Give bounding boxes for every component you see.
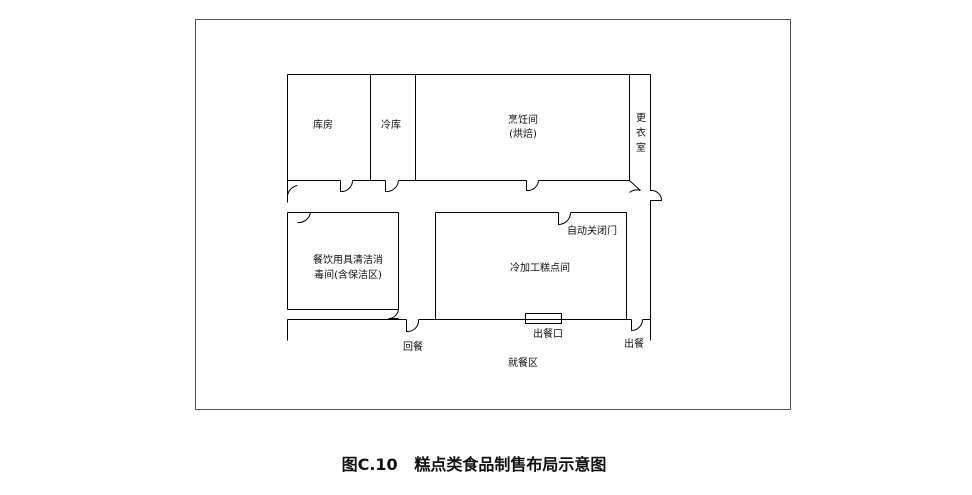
changing-room-label-3: 室 [636, 141, 646, 154]
cleaning-room [287, 212, 399, 319]
return-label: 回餐 [403, 340, 423, 353]
serving-window-box [525, 313, 562, 324]
auto-door-label: 自动关闭门 [567, 224, 617, 237]
diagram-frame [195, 19, 791, 410]
cooking-room-label: 烹饪间 [508, 113, 538, 126]
cleaning-room-label-1: 餐饮用具清洁消 [313, 253, 383, 266]
top-row-doors [287, 180, 663, 205]
cold-storage-label: 冷库 [381, 118, 401, 131]
figure-caption: 图C.10 糕点类食品制售布局示意图 [342, 455, 607, 474]
storage-label: 库房 [313, 118, 333, 131]
cold-processing-room-label: 冷加工糕点间 [510, 261, 570, 274]
serving-out-label: 出餐 [624, 337, 644, 350]
cooking-room-sublabel: (烘焙) [509, 127, 537, 140]
top-row-rooms [287, 74, 651, 183]
cleaning-room-label-2: 毒间(含保洁区) [314, 268, 382, 281]
changing-room-label-2: 衣 [636, 126, 646, 139]
changing-room-label-1: 更 [636, 112, 646, 124]
cold-processing-room [435, 212, 627, 320]
serving-window-label: 出餐口 [533, 327, 563, 340]
dining-area-label: 就餐区 [508, 356, 538, 369]
